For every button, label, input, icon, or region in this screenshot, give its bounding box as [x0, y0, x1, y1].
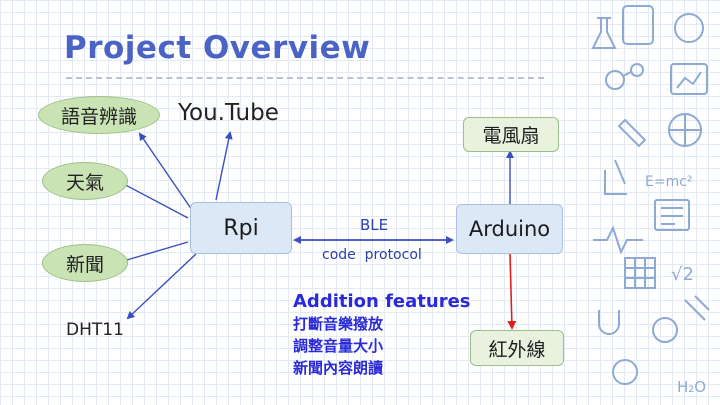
- cloud-speech-recognition: 語音辨識: [38, 96, 160, 134]
- microscope-icon: [604, 159, 627, 195]
- gear-icon: [612, 359, 639, 385]
- ble-label: BLE: [360, 216, 389, 234]
- feature-item: 新聞內容朗讀: [293, 359, 384, 377]
- fan-label: 電風扇: [482, 125, 540, 147]
- formula-text: E=mc²: [645, 174, 693, 190]
- arrow-arduino-to-infrared: [507, 253, 517, 330]
- pulse-icon: [593, 225, 643, 255]
- flask-icon: [591, 17, 617, 49]
- cloud-weather: 天氣: [42, 162, 128, 200]
- speech-label: 語音辨識: [60, 105, 137, 128]
- beaker-icon: [652, 317, 678, 343]
- arrow-rpi-to-weather: [116, 180, 189, 219]
- news-label: 新聞: [65, 253, 104, 276]
- rocket-icon: [617, 118, 647, 148]
- cloud-news: 新聞: [42, 244, 128, 282]
- arrow-rpi-to-speech: [138, 132, 193, 211]
- arrow-rpi-to-dht11: [126, 253, 197, 320]
- sqrt-text: √2: [671, 264, 694, 285]
- dht11-label: DHT11: [66, 320, 124, 340]
- weather-label: 天氣: [65, 171, 104, 194]
- youtube-label: You.Tube: [178, 100, 279, 126]
- arrow-rpi-to-news: [118, 241, 189, 265]
- h2o-text: H₂O: [677, 378, 706, 396]
- book-icon: [654, 199, 690, 231]
- addition-features: Addition features 打斷音樂撥放 調整音量大小 新聞內容朗讀: [293, 291, 471, 379]
- grid-icon: [624, 257, 656, 289]
- title-divider: [66, 77, 544, 79]
- arduino-node: Arduino: [456, 204, 563, 254]
- rpi-node: Rpi: [190, 202, 292, 254]
- infrared-node: 紅外線: [470, 330, 564, 366]
- magnet-icon: [598, 310, 620, 335]
- science-doodle-decoration: E=mc² √2 H₂O: [591, 5, 710, 396]
- protocol-label: code protocol: [322, 247, 422, 263]
- feature-item: 打斷音樂撥放: [293, 315, 384, 333]
- arrow-rpi-to-youtube: [215, 131, 233, 201]
- chart-board-icon: [670, 63, 708, 95]
- page-title: Project Overview: [64, 30, 371, 66]
- fan-node: 電風扇: [463, 117, 559, 152]
- calculator-icon: [622, 5, 654, 45]
- infrared-label: 紅外線: [488, 338, 546, 361]
- molecule-icon: [605, 70, 625, 90]
- arduino-label: Arduino: [468, 217, 551, 241]
- feature-item: 調整音量大小: [293, 337, 384, 355]
- features-title: Addition features: [293, 291, 471, 312]
- rpi-label: Rpi: [223, 215, 259, 241]
- atom-icon: [674, 13, 704, 43]
